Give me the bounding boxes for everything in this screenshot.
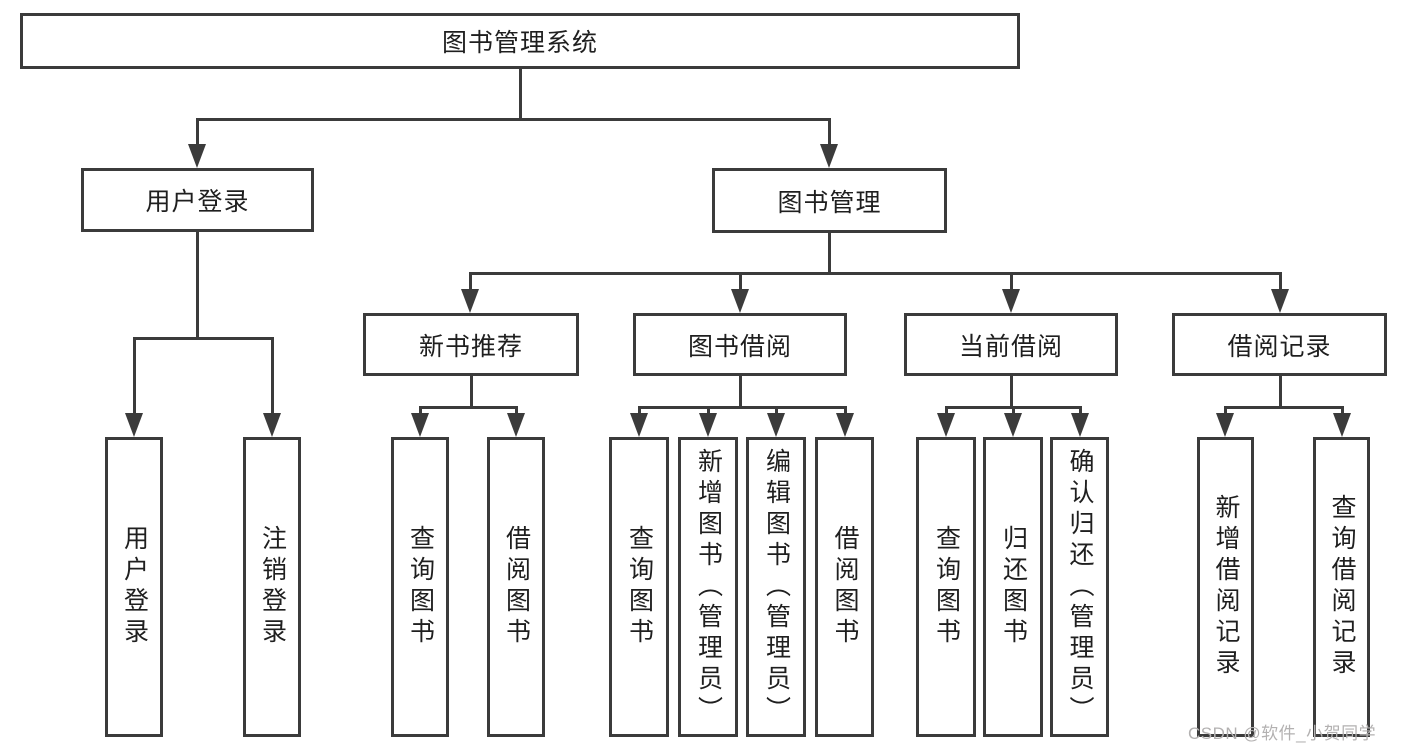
leaf-add-borrow-record: 新增借阅记录 — [1197, 437, 1254, 737]
node-current-borrow: 当前借阅 — [904, 313, 1118, 376]
leaf-add-books-admin-label: 新增图书（管理员） — [694, 447, 723, 727]
leaf-confirm-return-admin-label: 确认归还（管理员） — [1066, 447, 1094, 727]
edge-book-mgmt-to-level3-drop — [1009, 273, 1013, 297]
arrow-down-icon — [699, 413, 717, 437]
arrow-down-icon — [1071, 413, 1089, 437]
node-borrow-records: 借阅记录 — [1172, 313, 1387, 376]
edge-borrow-records-children-bar — [1223, 405, 1344, 409]
leaf-user-login-label: 用户登录 — [120, 525, 149, 649]
edge-user-login-children-stem — [196, 232, 199, 339]
arrow-down-icon — [1002, 289, 1020, 313]
arrow-down-icon — [263, 413, 281, 437]
csdn-watermark: CSDN @软件_小贺同学 — [1188, 724, 1377, 743]
edge-book-mgmt-to-level3-drop — [738, 273, 742, 297]
node-book-borrow-label: 图书借阅 — [687, 332, 792, 361]
leaf-user-login: 用户登录 — [105, 437, 163, 737]
node-new-book-recommend: 新书推荐 — [363, 313, 579, 376]
arrow-down-icon — [411, 413, 429, 437]
leaf-add-books-admin: 新增图书（管理员） — [678, 437, 738, 737]
arrow-down-icon — [820, 144, 838, 168]
arrow-down-icon — [937, 413, 955, 437]
edge-new-book-rec-children-stem — [469, 376, 473, 408]
node-current-borrow-label: 当前借阅 — [958, 332, 1063, 361]
leaf-edit-books-admin-label: 编辑图书（管理员） — [762, 447, 791, 727]
arrow-down-icon — [767, 413, 785, 437]
arrow-down-icon — [461, 289, 479, 313]
edge-current-borrow-children-stem — [1009, 376, 1013, 408]
leaf-return-books: 归还图书 — [983, 437, 1043, 737]
edge-book-mgmt-to-level3-drop — [1278, 273, 1282, 297]
edge-book-borrow-children-bar — [637, 405, 847, 409]
edge-user-login-children-bar — [132, 336, 274, 340]
arrow-down-icon — [1216, 413, 1234, 437]
arrow-down-icon — [630, 413, 648, 437]
arrow-down-icon — [731, 289, 749, 313]
leaf-current-query-books: 查询图书 — [916, 437, 976, 737]
arrow-down-icon — [507, 413, 525, 437]
edge-book-borrow-children-stem — [738, 376, 742, 408]
leaf-borrow-books: 借阅图书 — [815, 437, 874, 737]
leaf-borrow-query-books-label: 查询图书 — [625, 525, 654, 649]
node-user-login-label: 用户登录 — [145, 188, 250, 216]
leaf-logout: 注销登录 — [243, 437, 301, 737]
leaf-add-borrow-record-label: 新增借阅记录 — [1212, 494, 1240, 680]
node-book-management: 图书管理 — [712, 168, 947, 233]
node-root: 图书管理系统 — [20, 13, 1020, 69]
leaf-return-books-label: 归还图书 — [999, 525, 1028, 649]
edge-book-mgmt-to-level3-stem — [828, 233, 831, 274]
arrow-down-icon — [125, 413, 143, 437]
node-new-book-recommend-label: 新书推荐 — [418, 332, 523, 361]
edge-user-login-children-drop — [132, 338, 136, 421]
edge-root-to-level2-bar — [195, 117, 831, 121]
edge-root-to-level2-drop — [827, 119, 831, 152]
leaf-logout-label: 注销登录 — [258, 525, 287, 649]
leaf-recommend-borrow-books-label: 借阅图书 — [502, 525, 531, 649]
arrow-down-icon — [1004, 413, 1022, 437]
node-book-management-label: 图书管理 — [777, 188, 882, 217]
leaf-borrow-query-books: 查询图书 — [609, 437, 669, 737]
node-root-label: 图书管理系统 — [441, 29, 598, 57]
leaf-recommend-borrow-books: 借阅图书 — [487, 437, 545, 737]
leaf-confirm-return-admin: 确认归还（管理员） — [1050, 437, 1109, 737]
leaf-query-borrow-record-label: 查询借阅记录 — [1328, 494, 1356, 680]
leaf-recommend-query-books-label: 查询图书 — [406, 525, 435, 649]
leaf-edit-books-admin: 编辑图书（管理员） — [746, 437, 806, 737]
edge-new-book-rec-children-bar — [418, 405, 518, 409]
edge-borrow-records-children-stem — [1278, 376, 1282, 408]
arrow-down-icon — [1333, 413, 1351, 437]
leaf-borrow-books-label: 借阅图书 — [831, 525, 859, 649]
edge-book-mgmt-to-level3-bar — [468, 271, 1282, 275]
arrow-down-icon — [836, 413, 854, 437]
edge-user-login-children-drop — [270, 338, 274, 421]
leaf-recommend-query-books: 查询图书 — [391, 437, 449, 737]
edge-root-to-level2-drop — [195, 119, 199, 152]
node-borrow-records-label: 借阅记录 — [1227, 332, 1332, 361]
node-book-borrow: 图书借阅 — [633, 313, 847, 376]
edge-root-to-level2-stem — [518, 69, 522, 120]
leaf-query-borrow-record: 查询借阅记录 — [1313, 437, 1370, 737]
arrow-down-icon — [1271, 289, 1289, 313]
node-user-login: 用户登录 — [81, 168, 314, 232]
leaf-current-query-books-label: 查询图书 — [932, 525, 961, 649]
arrow-down-icon — [188, 144, 206, 168]
edge-book-mgmt-to-level3-drop — [468, 273, 472, 297]
